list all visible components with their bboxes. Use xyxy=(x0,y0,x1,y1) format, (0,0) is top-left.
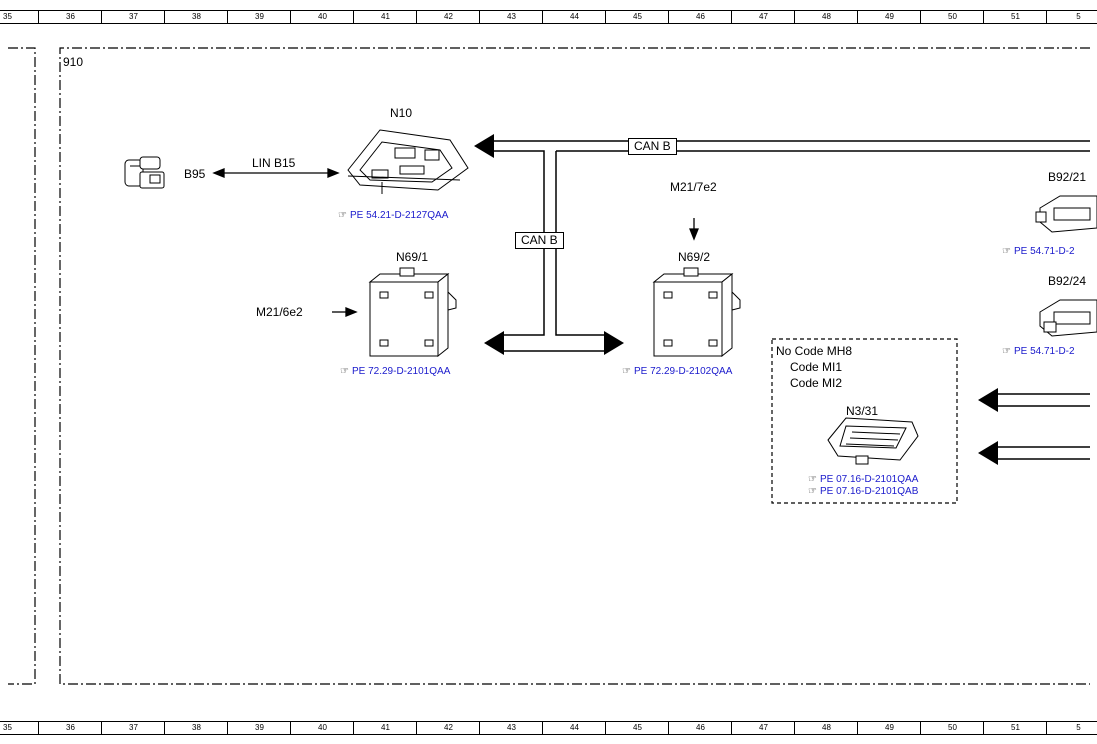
m21-7e2-label: M21/7e2 xyxy=(670,180,717,194)
n10-module-icon xyxy=(347,129,469,194)
ruler-cell: 37 xyxy=(101,11,165,23)
ruler-cell: 46 xyxy=(668,722,732,734)
can-arrow-left-top xyxy=(474,134,494,158)
ruler-cell: 43 xyxy=(479,11,543,23)
n69-2-ref-link[interactable]: ☞PE 72.29-D-2102QAA xyxy=(622,366,733,377)
code-condition-line-1: No Code MH8 xyxy=(776,344,853,358)
ruler-cell: 45 xyxy=(605,11,669,23)
can-b-bus-label-mid: CAN B xyxy=(515,232,564,249)
ruler-cell: 38 xyxy=(164,11,228,23)
ruler-cell: 35 xyxy=(0,722,39,734)
ruler-cell: 44 xyxy=(542,722,606,734)
ruler-cell: 36 xyxy=(38,722,102,734)
ruler-cell: 50 xyxy=(920,722,984,734)
ruler-cell: 50 xyxy=(920,11,984,23)
ruler-cell: 45 xyxy=(605,722,669,734)
n3-31-ecu-icon xyxy=(827,417,919,465)
m21-6e2-arrow xyxy=(345,307,358,317)
ruler-cell: 49 xyxy=(857,11,921,23)
code-box-frame xyxy=(771,338,958,504)
reference-hand-icon: ☞ xyxy=(808,474,817,485)
ruler-cell: 39 xyxy=(227,11,291,23)
n10-label: N10 xyxy=(390,106,413,120)
bus-arrow-right-2 xyxy=(978,441,998,465)
ruler-cell: 5 xyxy=(1046,722,1097,734)
reference-hand-icon: ☞ xyxy=(340,366,349,377)
n69-1-label: N69/1 xyxy=(396,250,429,264)
b92-24-ref-link[interactable]: ☞PE 54.71-D-2 xyxy=(1002,346,1075,357)
ruler-cell: 47 xyxy=(731,11,795,23)
ruler-cell: 43 xyxy=(479,722,543,734)
reference-hand-icon: ☞ xyxy=(1002,246,1011,257)
m21-6e2-label: M21/6e2 xyxy=(256,305,303,319)
ruler-cell: 41 xyxy=(353,11,417,23)
m21-7e2-arrow xyxy=(689,228,699,241)
can-b-bus-label-top: CAN B xyxy=(628,138,677,155)
code-condition-line-3: Code MI2 xyxy=(790,376,843,390)
ruler-cell: 42 xyxy=(416,722,480,734)
reference-hand-icon: ☞ xyxy=(808,486,817,497)
b95-label: B95 xyxy=(184,167,206,181)
b92-21-sensor-icon xyxy=(1035,195,1097,233)
b92-21-ref-link[interactable]: ☞PE 54.71-D-2 xyxy=(1002,246,1075,257)
n69-2-module-icon xyxy=(652,267,741,358)
ruler-cell: 49 xyxy=(857,722,921,734)
code-condition-line-2: Code MI1 xyxy=(790,360,843,374)
ruler-cell: 44 xyxy=(542,11,606,23)
b92-24-sensor-icon xyxy=(1039,299,1097,337)
ruler-cell: 41 xyxy=(353,722,417,734)
b92-24-label: B92/24 xyxy=(1048,274,1087,288)
area-boundary-910 xyxy=(59,47,1090,685)
n69-1-ref-link[interactable]: ☞PE 72.29-D-2101QAA xyxy=(340,366,451,377)
area-910-label: 910 xyxy=(63,55,84,69)
n69-2-label: N69/2 xyxy=(678,250,711,264)
can-bus-vertical-right xyxy=(555,151,605,336)
ruler-cell: 40 xyxy=(290,11,354,23)
ruler-cell: 42 xyxy=(416,11,480,23)
n3-31-ref-link-1[interactable]: ☞PE 07.16-D-2101QAA xyxy=(808,474,919,485)
ruler-cell: 46 xyxy=(668,11,732,23)
reference-hand-icon: ☞ xyxy=(622,366,631,377)
ruler-cell: 37 xyxy=(101,722,165,734)
lin-arrow-right xyxy=(327,168,340,178)
reference-hand-icon: ☞ xyxy=(338,210,347,221)
ruler-cell: 40 xyxy=(290,722,354,734)
ruler-cell: 51 xyxy=(983,11,1047,23)
ruler-cell: 47 xyxy=(731,722,795,734)
reference-hand-icon: ☞ xyxy=(1002,346,1011,357)
area-boundary-left xyxy=(8,47,36,685)
ruler-cell: 36 xyxy=(38,11,102,23)
ruler-cell: 35 xyxy=(0,11,39,23)
b92-21-label: B92/21 xyxy=(1048,170,1087,184)
bus-arrow-right-1 xyxy=(978,388,998,412)
n3-31-label: N3/31 xyxy=(846,404,879,418)
can-arrow-right-mid xyxy=(604,331,624,355)
n69-1-module-icon xyxy=(368,267,457,358)
n10-ref-link[interactable]: ☞PE 54.21-D-2127QAA xyxy=(338,210,449,221)
ruler-cell: 48 xyxy=(794,11,858,23)
ruler-cell: 38 xyxy=(164,722,228,734)
ruler-cell: 5 xyxy=(1046,11,1097,23)
ruler-cell: 51 xyxy=(983,722,1047,734)
n3-31-ref-link-2[interactable]: ☞PE 07.16-D-2101QAB xyxy=(808,486,919,497)
b95-component-icon xyxy=(124,156,165,189)
lin-b15-label: LIN B15 xyxy=(252,156,296,170)
ruler-cell: 48 xyxy=(794,722,858,734)
lin-arrow-left xyxy=(212,168,225,178)
can-arrow-left-mid xyxy=(484,331,504,355)
ruler-cell: 39 xyxy=(227,722,291,734)
